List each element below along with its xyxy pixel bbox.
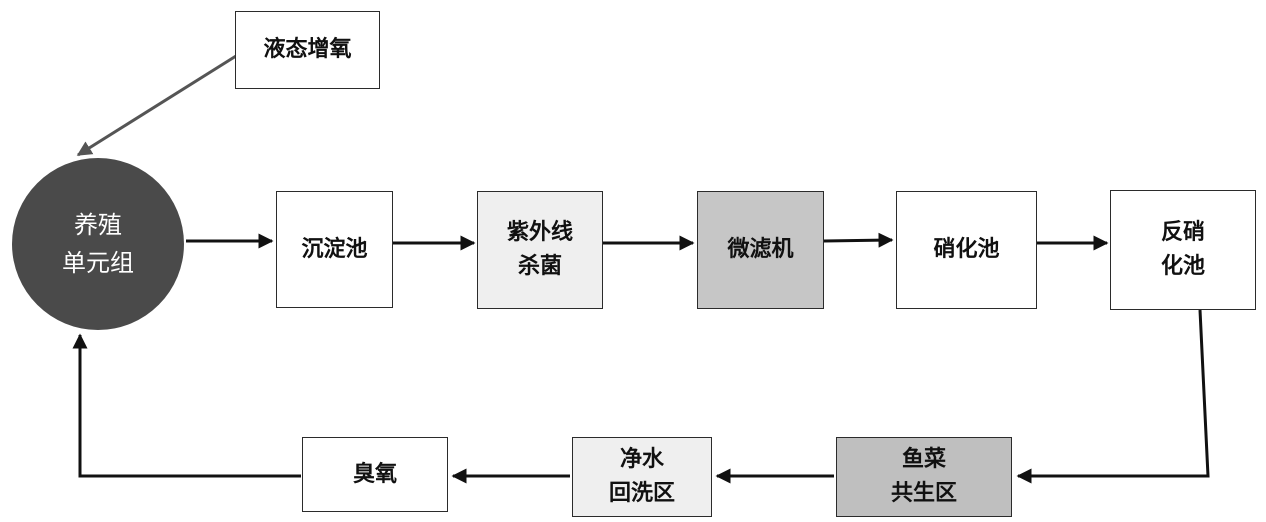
node-culture-unit: 养殖 单元组: [12, 158, 184, 330]
node-clean-water-backwash: 净水 回洗区: [572, 437, 712, 517]
arrow-microfilter-to-nitrification: [823, 232, 894, 248]
node-nitrification: 硝化池: [896, 191, 1037, 309]
node-ozone: 臭氧: [302, 437, 448, 512]
node-liquid-oxygen: 液态增氧: [235, 11, 380, 89]
node-microfilter: 微滤机: [697, 191, 824, 309]
node-denitrification: 反硝 化池: [1110, 190, 1256, 310]
node-aquaponics: 鱼菜 共生区: [836, 437, 1012, 517]
node-uv-sterilization: 紫外线 杀菌: [477, 191, 603, 309]
arrow-denitrification-to-aquaponics: [1016, 309, 1210, 484]
node-sedimentation: 沉淀池: [276, 191, 393, 308]
arrow-ozone-to-culture: [72, 333, 301, 478]
arrow-oxygen-to-culture: [76, 54, 237, 157]
